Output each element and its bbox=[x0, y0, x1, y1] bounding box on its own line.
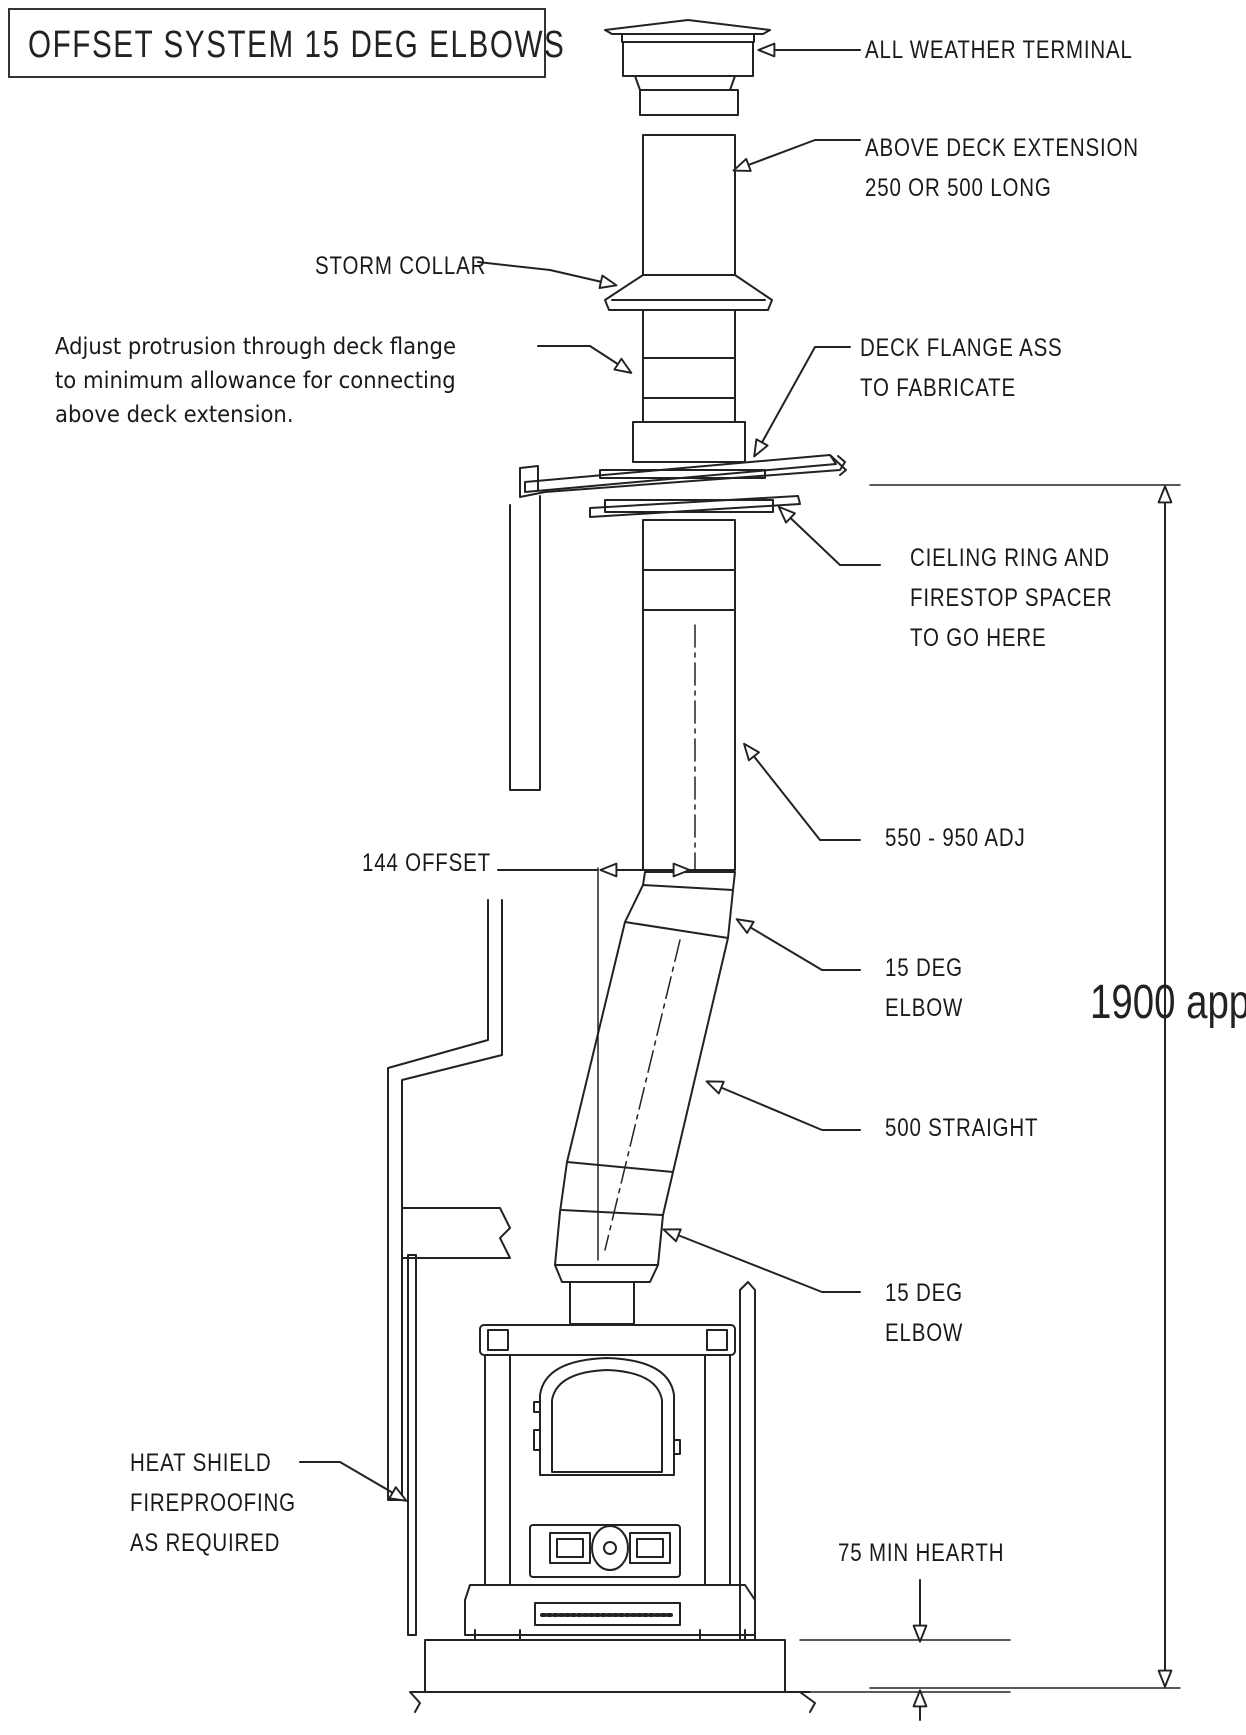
label-lower-elbow-1: 15 DEG bbox=[885, 1279, 963, 1307]
deck-pipe-sections bbox=[632, 309, 746, 463]
overall-height-label: 1900 app bbox=[1090, 976, 1246, 1029]
overall-height-dimension bbox=[869, 484, 1181, 1689]
label-terminal: ALL WEATHER TERMINAL bbox=[865, 36, 1133, 64]
all-weather-terminal bbox=[604, 19, 771, 116]
label-deck-flange-2: TO FABRICATE bbox=[860, 374, 1017, 402]
label-upper-elbow-1: 15 DEG bbox=[885, 954, 963, 982]
stove-spigot bbox=[554, 1264, 659, 1325]
note-line-2: to minimum allowance for connecting bbox=[55, 368, 456, 394]
label-ceiling-1: CIELING RING AND bbox=[910, 544, 1110, 572]
label-hearth: 75 MIN HEARTH bbox=[838, 1539, 1005, 1567]
ceiling-ring bbox=[589, 495, 801, 518]
hearth-dimension bbox=[799, 1579, 1011, 1721]
ceiling-line bbox=[509, 455, 846, 791]
label-adjustable: 550 - 950 ADJ bbox=[885, 824, 1026, 852]
label-offset: 144 OFFSET bbox=[362, 849, 491, 877]
label-heat-shield-2: FIREPROOFING bbox=[130, 1489, 296, 1517]
500-straight bbox=[566, 921, 729, 1251]
label-heat-shield-3: AS REQUIRED bbox=[130, 1529, 281, 1557]
label-extension-2: 250 OR 500 LONG bbox=[865, 174, 1052, 202]
storm-collar bbox=[604, 274, 773, 311]
deck-flange bbox=[524, 454, 847, 493]
adjustable-section bbox=[642, 519, 736, 871]
chimney-breast bbox=[387, 899, 756, 1641]
label-extension-1: ABOVE DECK EXTENSION bbox=[865, 134, 1139, 162]
note-line-3: above deck extension. bbox=[55, 402, 294, 428]
above-deck-extension bbox=[642, 134, 736, 276]
hearth bbox=[409, 1639, 816, 1713]
offset-dimension bbox=[497, 862, 691, 1261]
note-line-1: Adjust protrusion through deck flange bbox=[55, 334, 456, 360]
label-ceiling-2: FIRESTOP SPACER bbox=[910, 584, 1113, 612]
stove bbox=[464, 1324, 756, 1641]
label-deck-flange-1: DECK FLANGE ASS bbox=[860, 334, 1063, 362]
lower-15-deg-elbow bbox=[554, 1161, 674, 1266]
label-lower-elbow-2: ELBOW bbox=[885, 1319, 964, 1347]
title-box: OFFSET SYSTEM 15 DEG ELBOWS bbox=[8, 8, 564, 78]
upper-15-deg-elbow bbox=[624, 871, 736, 939]
label-upper-elbow-2: ELBOW bbox=[885, 994, 964, 1022]
drawing-title: OFFSET SYSTEM 15 DEG ELBOWS bbox=[28, 24, 566, 66]
label-ceiling-3: TO GO HERE bbox=[910, 624, 1047, 652]
label-storm-collar: STORM COLLAR bbox=[315, 252, 487, 280]
label-heat-shield-1: HEAT SHIELD bbox=[130, 1449, 272, 1477]
leader-lines bbox=[299, 42, 881, 1502]
label-straight: 500 STRAIGHT bbox=[885, 1114, 1039, 1142]
